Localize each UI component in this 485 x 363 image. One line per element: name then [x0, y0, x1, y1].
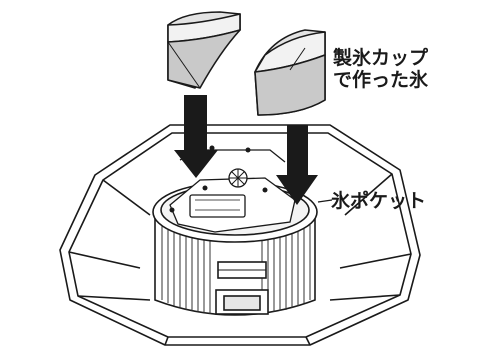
arrow-left [174, 95, 218, 178]
arrow-right [276, 125, 318, 205]
ice-cup-label-line1: 製氷カップ [333, 47, 429, 69]
ice-pocket-label: 氷ポケット [331, 190, 427, 212]
ice-cube-right [254, 29, 326, 116]
tray [59, 124, 421, 346]
ice-cup-label-line2: で作った氷 [333, 69, 429, 91]
ice-pocket-unit [152, 145, 318, 316]
ice-cup-label: 製氷カップ で作った氷 [333, 47, 428, 91]
pocket-leader-line [317, 199, 333, 203]
ice-cube-left [167, 11, 241, 89]
